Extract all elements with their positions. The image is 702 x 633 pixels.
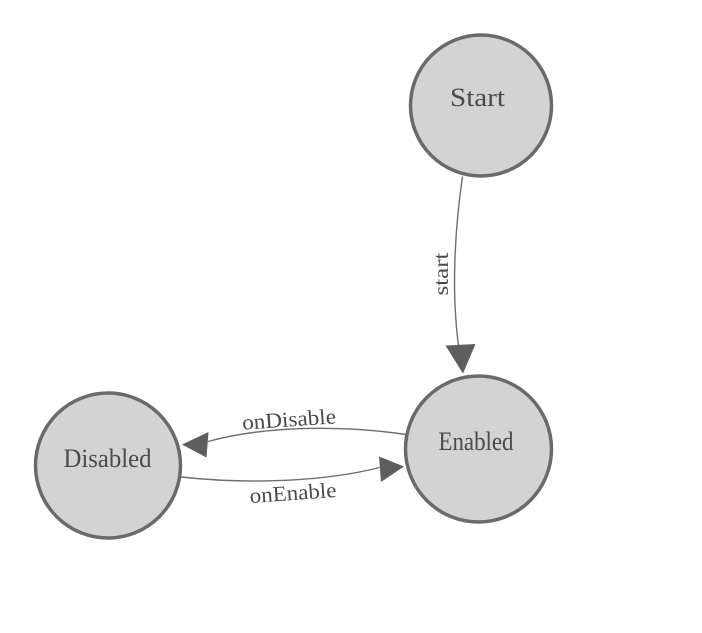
transition-enabled-to-disabled: onDisable [182, 404, 407, 458]
state-circle-enabled [403, 374, 554, 524]
transition-start-to-enabled: start [429, 176, 476, 374]
transition-disabled-to-enabled: onEnable [180, 456, 404, 508]
state-circle-start [408, 33, 554, 178]
transition-label-onenable: onEnable [249, 478, 337, 508]
state-node-enabled: Enabled [403, 374, 554, 524]
transition-label-ondisable: onDisable [241, 404, 336, 434]
state-label-start: Start [450, 83, 506, 112]
state-node-disabled: Disabled [33, 391, 183, 540]
arrowhead-down-icon [445, 344, 476, 374]
transition-start-line [453, 176, 464, 350]
state-node-start: Start [408, 33, 554, 178]
state-label-disabled: Disabled [64, 444, 152, 473]
state-circle-disabled [33, 391, 183, 540]
state-label-enabled: Enabled [439, 427, 514, 456]
arrowhead-right-icon [379, 456, 404, 482]
transition-onenable-line [180, 466, 380, 482]
arrowhead-left-icon [182, 432, 209, 458]
transition-ondisable-line [207, 427, 407, 443]
transition-label-start: start [429, 252, 453, 295]
